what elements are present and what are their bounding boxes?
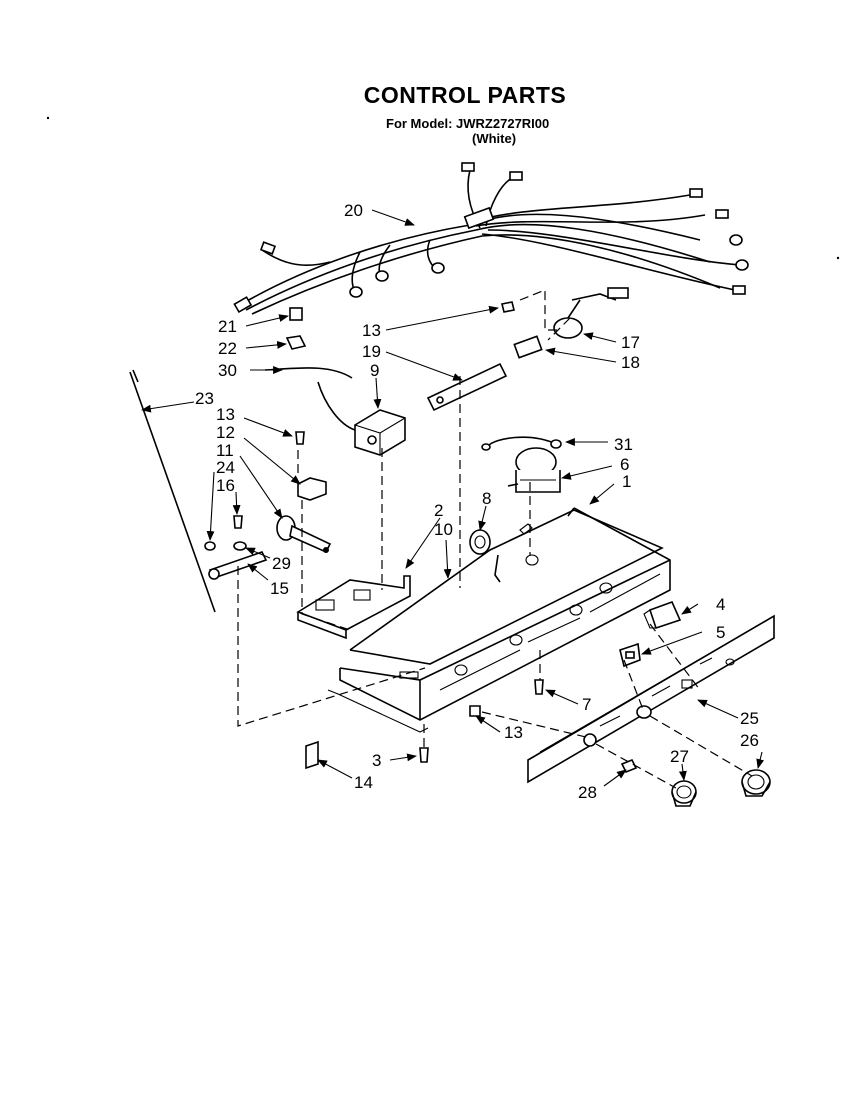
screw-13b — [295, 431, 305, 445]
clip-21 — [289, 307, 303, 321]
callout-10: 10 — [434, 520, 453, 539]
callout-26: 26 — [740, 731, 759, 750]
callout-13-bottom: 13 — [504, 723, 523, 742]
callout-24: 24 — [216, 458, 235, 477]
screw-3 — [419, 747, 429, 763]
page-title: CONTROL PARTS — [363, 82, 567, 108]
screw-16 — [233, 515, 243, 529]
callout-3: 3 — [372, 751, 381, 770]
knob-27 — [671, 780, 697, 807]
color-line: (White) — [472, 131, 517, 146]
callout-21: 21 — [218, 317, 237, 336]
callout-20: 20 — [344, 201, 363, 220]
control-shaft-11 — [276, 515, 332, 554]
callout-15: 15 — [270, 579, 289, 598]
screw-7 — [534, 679, 544, 695]
callout-30: 30 — [218, 361, 237, 380]
connector-18 — [513, 335, 543, 359]
knob-26 — [741, 769, 771, 797]
insert-28 — [620, 758, 638, 774]
clip-14 — [305, 740, 319, 770]
link-15 — [208, 551, 268, 580]
callout-4: 4 — [716, 595, 725, 614]
bracket-12 — [297, 477, 327, 501]
control-panel-25 — [527, 614, 775, 784]
callout-17: 17 — [621, 333, 640, 352]
callout-numbers: 20 21 22 30 13 19 9 17 18 23 13 12 11 24… — [195, 201, 759, 802]
callout-9: 9 — [370, 361, 379, 380]
callout-16: 16 — [216, 476, 235, 495]
thermostat-6 — [507, 447, 561, 493]
callout-5: 5 — [716, 623, 725, 642]
tube-30 — [264, 367, 353, 379]
callout-8: 8 — [482, 489, 491, 508]
callout-2: 2 — [434, 501, 443, 520]
screw-13a — [501, 301, 515, 313]
callout-22: 22 — [218, 339, 237, 358]
callout-11: 11 — [216, 441, 234, 460]
callout-6: 6 — [620, 455, 629, 474]
callout-13-left: 13 — [216, 405, 235, 424]
switch-4 — [648, 600, 682, 630]
callout-14: 14 — [354, 773, 373, 792]
wiring-harness — [233, 162, 749, 315]
model-subtitle: For Model: JWRZ2727RI00 (White) — [386, 116, 549, 146]
callout-23: 23 — [195, 389, 214, 408]
light-socket-8 — [469, 529, 491, 555]
callout-13-top: 13 — [362, 321, 381, 340]
callout-leaders — [141, 209, 765, 787]
screw-13c — [469, 705, 481, 717]
callout-27: 27 — [670, 747, 689, 766]
callout-25: 25 — [740, 709, 759, 728]
callout-19: 19 — [362, 342, 381, 361]
clip-22 — [285, 335, 307, 350]
bracket-2 — [296, 575, 411, 640]
callout-7: 7 — [582, 695, 591, 714]
callout-28: 28 — [578, 783, 597, 802]
relay-9 — [354, 409, 406, 456]
capacitor-17 — [553, 287, 629, 339]
callout-1: 1 — [622, 472, 631, 491]
wire-31 — [487, 436, 557, 447]
rod-23 — [129, 371, 216, 613]
callout-12: 12 — [216, 423, 235, 442]
control-housing-1 — [327, 507, 671, 733]
sensor-19 — [426, 362, 508, 412]
callout-29: 29 — [272, 554, 291, 573]
callout-31: 31 — [614, 435, 633, 454]
model-line: For Model: JWRZ2727RI00 — [386, 116, 550, 131]
washer-24 — [204, 541, 216, 551]
callout-18: 18 — [621, 353, 640, 372]
